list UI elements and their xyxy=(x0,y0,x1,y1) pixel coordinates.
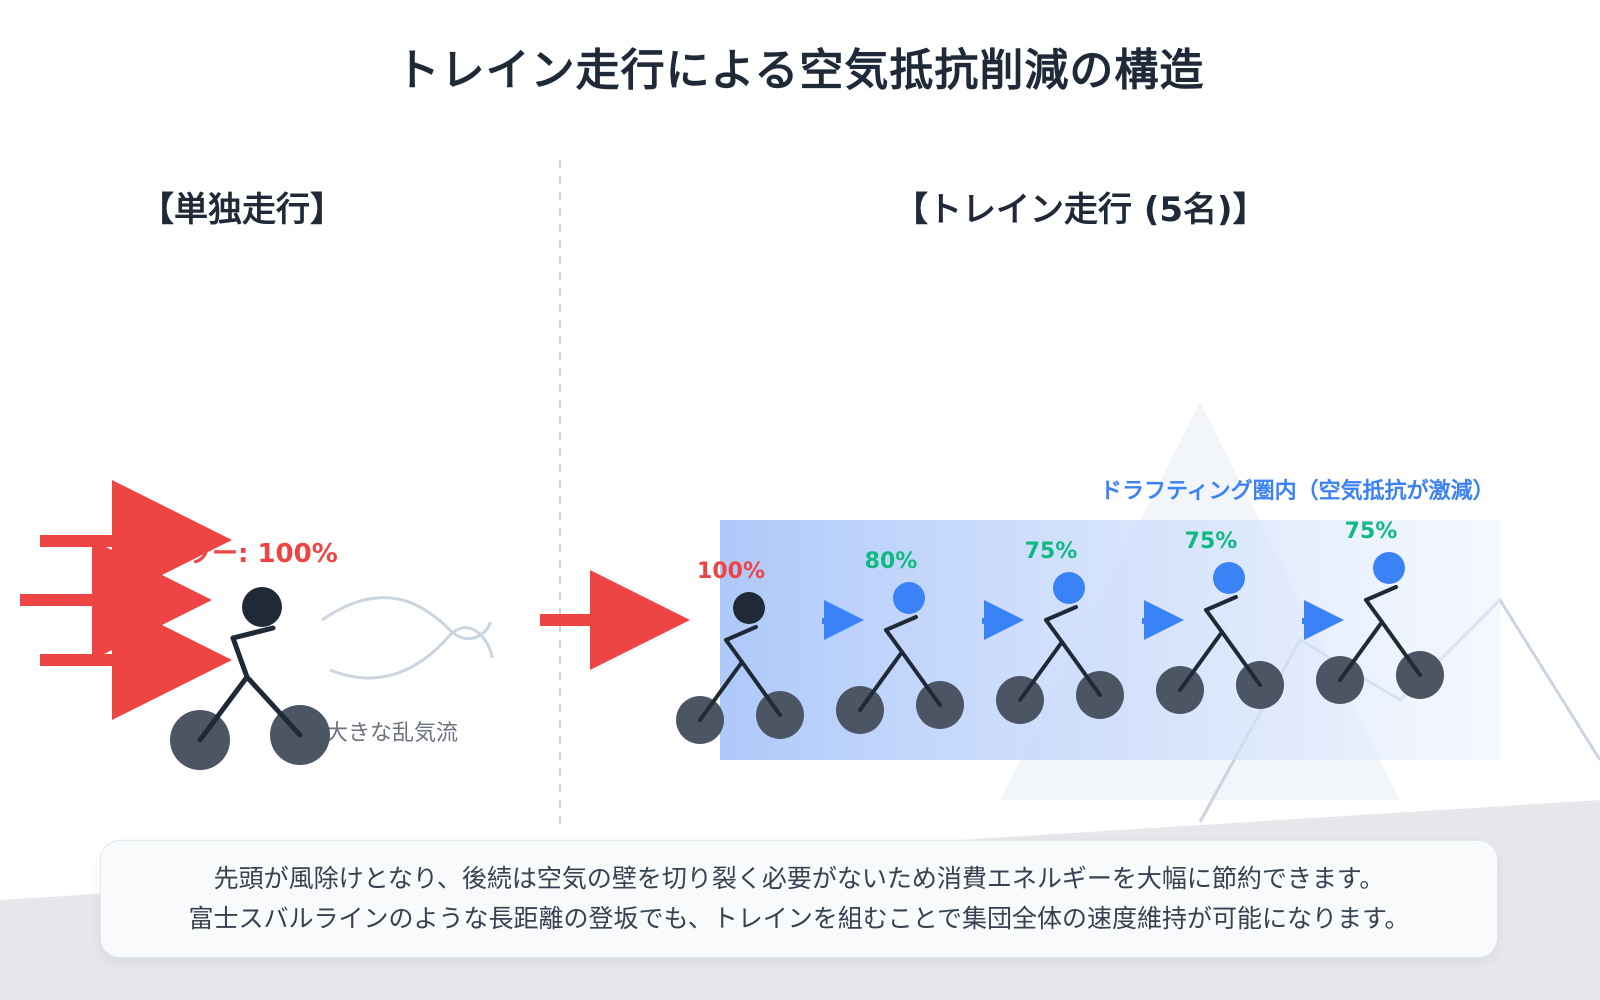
train-rider: 75% xyxy=(996,539,1124,724)
rider-body xyxy=(858,615,942,712)
solo-rider-head xyxy=(242,587,282,627)
rider-head xyxy=(733,592,765,624)
drafting-zone-label: ドラフティング圏内（空気抵抗が激減） xyxy=(1100,478,1495,504)
rider-power-label: 75% xyxy=(1345,519,1398,544)
caption-box: 先頭が風除けとなり、後続は空気の壁を切り裂く必要がないため消費エネルギーを大幅に… xyxy=(100,840,1498,958)
solo-rider xyxy=(170,587,330,770)
caption-line-2: 富士スバルラインのような長距離の登坂でも、トレインを組むことで集団全体の速度維持… xyxy=(188,904,1410,933)
train-rider: 75% xyxy=(1316,519,1444,704)
turbulence-waves xyxy=(321,596,494,680)
rider-head xyxy=(1373,552,1405,584)
draft-arrow xyxy=(822,600,864,640)
solo-section-heading: 【単独走行】 xyxy=(140,190,344,230)
draft-arrows xyxy=(822,600,1344,640)
train-section-heading: 【トレイン走行 (5名)】 xyxy=(894,190,1267,230)
page-title: トレイン走行による空気抵抗削減の構造 xyxy=(395,45,1205,96)
rider-power-label: 75% xyxy=(1185,529,1238,554)
draft-arrow xyxy=(982,600,1024,640)
rider-head xyxy=(1213,562,1245,594)
rider-body xyxy=(1018,605,1102,702)
train-wind-arrow xyxy=(540,570,690,670)
rider-head xyxy=(1053,572,1085,604)
rider-power-label: 75% xyxy=(1025,539,1078,564)
draft-arrow xyxy=(1302,600,1344,640)
train-rider: 75% xyxy=(1156,529,1284,714)
rider-body xyxy=(1178,595,1262,692)
rider-power-label: 100% xyxy=(697,559,765,584)
caption-line-1: 先頭が風除けとなり、後続は空気の壁を切り裂く必要がないため消費エネルギーを大幅に… xyxy=(213,864,1385,893)
train-riders: 100% 80% 75% 75% 75% xyxy=(676,519,1444,744)
solo-wind-arrows xyxy=(20,480,232,720)
solo-power-label: パワー: 100% xyxy=(160,539,338,569)
rider-body xyxy=(698,625,782,722)
train-rider: 80% xyxy=(836,549,964,734)
wind-arrow-head-lower xyxy=(112,600,232,720)
train-rider: 100% xyxy=(676,559,804,744)
turbulence-label: 大きな乱気流 xyxy=(326,721,458,746)
draft-arrow xyxy=(1142,600,1184,640)
solo-rider-body xyxy=(197,625,303,743)
rider-head xyxy=(893,582,925,614)
rider-power-label: 80% xyxy=(865,549,918,574)
rider-body xyxy=(1338,585,1422,682)
